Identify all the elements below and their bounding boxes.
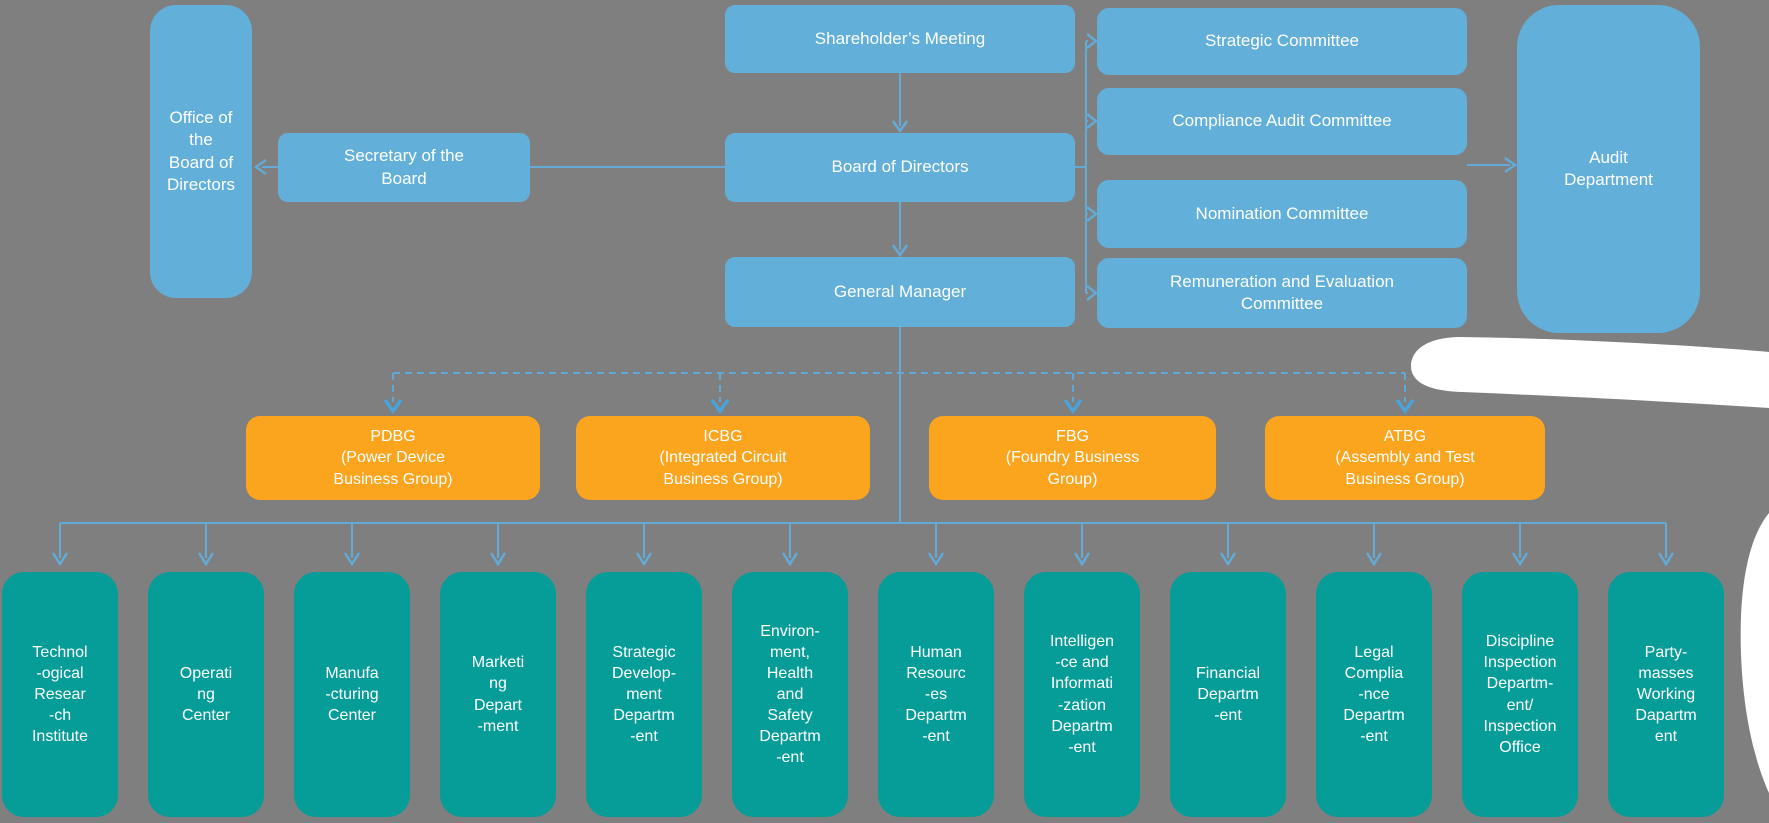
fbg-box: FBG (Foundry Business Group) (929, 416, 1216, 500)
secretary-of-board-label: Secretary of the Board (343, 146, 464, 188)
atbg-label: ATBG (Assembly and Test Business Group) (1335, 428, 1475, 488)
legal-compliance-department-box: Legal Complia -nce Departm -ent (1316, 572, 1432, 817)
department-label: Legal Complia -nce Departm -ent (1343, 643, 1405, 746)
department-label: Discipline Inspection Departm- ent/ Insp… (1483, 633, 1557, 756)
icbg-label: ICBG (Integrated Circuit Business Group) (659, 428, 787, 488)
strategic-committee-label: Strategic Committee (1205, 31, 1359, 51)
department-label: Marketi ng Depart -ment (471, 654, 525, 735)
environment-health-safety-department-box: Environ- ment, Health and Safety Departm… (732, 572, 848, 817)
technological-research-institute-box: Technol -ogical Resear -ch Institute (2, 572, 118, 817)
strategic-committee-box: Strategic Committee (1097, 8, 1467, 75)
party-masses-working-department-box: Party- masses Working Dapartm ent (1608, 572, 1724, 817)
icbg-box: ICBG (Integrated Circuit Business Group) (576, 416, 870, 500)
pdbg-box: PDBG (Power Device Business Group) (246, 416, 540, 500)
department-label: Technol -ogical Resear -ch Institute (31, 643, 89, 746)
department-label: Operati ng Center (179, 664, 233, 725)
department-label: Strategic Develop- ment Departm -ent (611, 643, 677, 746)
strategic-development-department-box: Strategic Develop- ment Departm -ent (586, 572, 702, 817)
shareholders-meeting-label: Shareholder’s Meeting (814, 28, 986, 48)
office-of-board-box: Office of the Board of Directors (150, 5, 252, 298)
compliance-audit-committee-label: Compliance Audit Committee (1172, 111, 1392, 131)
nomination-committee-box: Nomination Committee (1097, 180, 1467, 248)
nomination-committee-label: Nomination Committee (1195, 203, 1369, 223)
department-row: Technol -ogical Resear -ch Institute Ope… (2, 572, 1724, 817)
operating-center-box: Operati ng Center (148, 572, 264, 817)
department-label: Intelligen -ce and Informati -zation Dep… (1049, 633, 1115, 756)
discipline-inspection-department-box: Discipline Inspection Departm- ent/ Insp… (1462, 572, 1578, 817)
secretary-of-board-box: Secretary of the Board (278, 133, 530, 202)
department-label: Human Resourc -es Departm -ent (905, 643, 967, 746)
department-label: Financial Departm -ent (1195, 664, 1261, 725)
remuneration-evaluation-committee-box: Remuneration and Evaluation Committee (1097, 258, 1467, 328)
audit-department-label: Audit Department (1564, 147, 1653, 189)
general-manager-box: General Manager (725, 257, 1075, 327)
fbg-label: FBG (Foundry Business Group) (1005, 428, 1140, 488)
financial-department-box: Financial Departm -ent (1170, 572, 1286, 817)
department-label: Environ- ment, Health and Safety Departm… (759, 622, 821, 767)
office-of-board-label: Office of the Board of Directors (166, 107, 235, 194)
board-of-directors-label: Board of Directors (831, 157, 969, 177)
human-resources-department-box: Human Resourc -es Departm -ent (878, 572, 994, 817)
manufacturing-center-box: Manufa -cturing Center (294, 572, 410, 817)
pdbg-label: PDBG (Power Device Business Group) (333, 428, 453, 488)
atbg-box: ATBG (Assembly and Test Business Group) (1265, 416, 1545, 500)
shareholders-meeting-box: Shareholder’s Meeting (725, 5, 1075, 73)
audit-department-box: Audit Department (1517, 5, 1700, 333)
compliance-audit-committee-box: Compliance Audit Committee (1097, 88, 1467, 155)
department-label: Manufa -cturing Center (325, 664, 379, 725)
general-manager-label: General Manager (833, 281, 967, 301)
board-of-directors-box: Board of Directors (725, 133, 1075, 202)
remuneration-evaluation-committee-label: Remuneration and Evaluation Committee (1170, 271, 1394, 313)
marketing-department-box: Marketi ng Depart -ment (440, 572, 556, 817)
intelligence-informatization-department-box: Intelligen -ce and Informati -zation Dep… (1024, 572, 1140, 817)
department-label: Party- masses Working Dapartm ent (1635, 643, 1697, 746)
